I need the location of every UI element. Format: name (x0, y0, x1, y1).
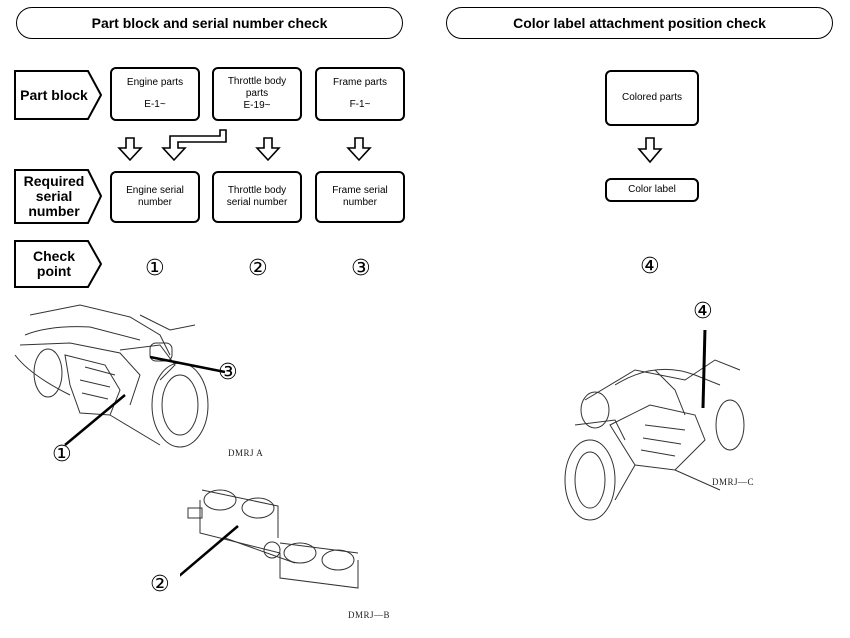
required-serial-line-3: number (28, 203, 80, 219)
frame-serial-box: Frame serial number (315, 171, 405, 223)
engine-serial-box: Engine serial number (110, 171, 200, 223)
throttle-serial-box: Throttle body serial number (212, 171, 302, 223)
left-section-title: Part block and serial number check (91, 15, 328, 31)
box-line: Throttle body (227, 76, 287, 87)
box-line: number (138, 197, 172, 208)
check-point-line-1: Check (32, 248, 76, 264)
required-serial-line-1: Required (23, 173, 85, 189)
check-point-2: ② (248, 256, 268, 281)
illustration-code-a: DMRJ A (228, 448, 264, 458)
down-arrow-frame (346, 137, 372, 162)
check-point-4: ④ (640, 254, 660, 279)
color-label-text: Color label (628, 184, 676, 195)
box-line: Frame parts (333, 77, 387, 88)
colored-parts-label: Colored parts (621, 92, 683, 103)
box-line: parts (245, 88, 269, 99)
box-line: F-1~ (349, 99, 371, 110)
box-line: number (343, 197, 377, 208)
throttle-body-parts-box: Throttle body parts E-19~ (212, 67, 302, 121)
illustration-code-b: DMRJ—B (348, 610, 391, 620)
box-line: serial number (226, 197, 288, 208)
box-line: Throttle body (227, 185, 287, 196)
flow-arrows (117, 129, 372, 162)
tag-shape (14, 240, 102, 288)
check-point-line-2: point (36, 263, 72, 279)
tag-shape (14, 70, 102, 120)
motorcycle-right-illustration (564, 330, 745, 521)
down-arrow-engine (117, 137, 143, 162)
frame-parts-box: Frame parts F-1~ (315, 67, 405, 121)
box-line: E-19~ (243, 100, 271, 111)
colored-parts-box: Colored parts (605, 70, 699, 126)
throttle-body-illustration (180, 489, 359, 589)
box-line: Frame serial (332, 185, 388, 196)
check-point-1: ① (145, 256, 165, 281)
callout-4: ④ (693, 299, 713, 324)
tag-shape (14, 169, 102, 224)
box-line: Engine serial (126, 185, 184, 196)
check-point-label: Check point (33, 249, 83, 279)
down-arrow-throttle (255, 137, 281, 162)
part-block-tag: Part block (14, 70, 102, 120)
required-serial-line-2: serial (35, 188, 73, 204)
right-section-title: Color label attachment position check (513, 15, 766, 31)
right-section-header: Color label attachment position check (446, 7, 833, 39)
required-serial-label: Required serial number (24, 174, 93, 219)
box-line: Engine parts (126, 77, 184, 88)
illustration-code-c: DMRJ—C (712, 477, 755, 487)
motorcycle-left-illustration (14, 304, 226, 448)
callout-1: ① (52, 442, 72, 467)
check-point-3: ③ (351, 256, 371, 281)
box-line: E-1~ (144, 99, 166, 110)
color-label-box: Color label (605, 178, 699, 202)
part-block-label: Part block (20, 86, 88, 103)
check-point-tag: Check point (14, 240, 102, 288)
required-serial-tag: Required serial number (14, 169, 102, 224)
engine-parts-box: Engine parts E-1~ (110, 67, 200, 121)
down-arrow-color (637, 137, 663, 164)
callout-3: ③ (218, 360, 238, 385)
left-section-header: Part block and serial number check (16, 7, 403, 39)
bent-arrow-throttle (161, 129, 227, 162)
callout-2: ② (150, 572, 170, 597)
